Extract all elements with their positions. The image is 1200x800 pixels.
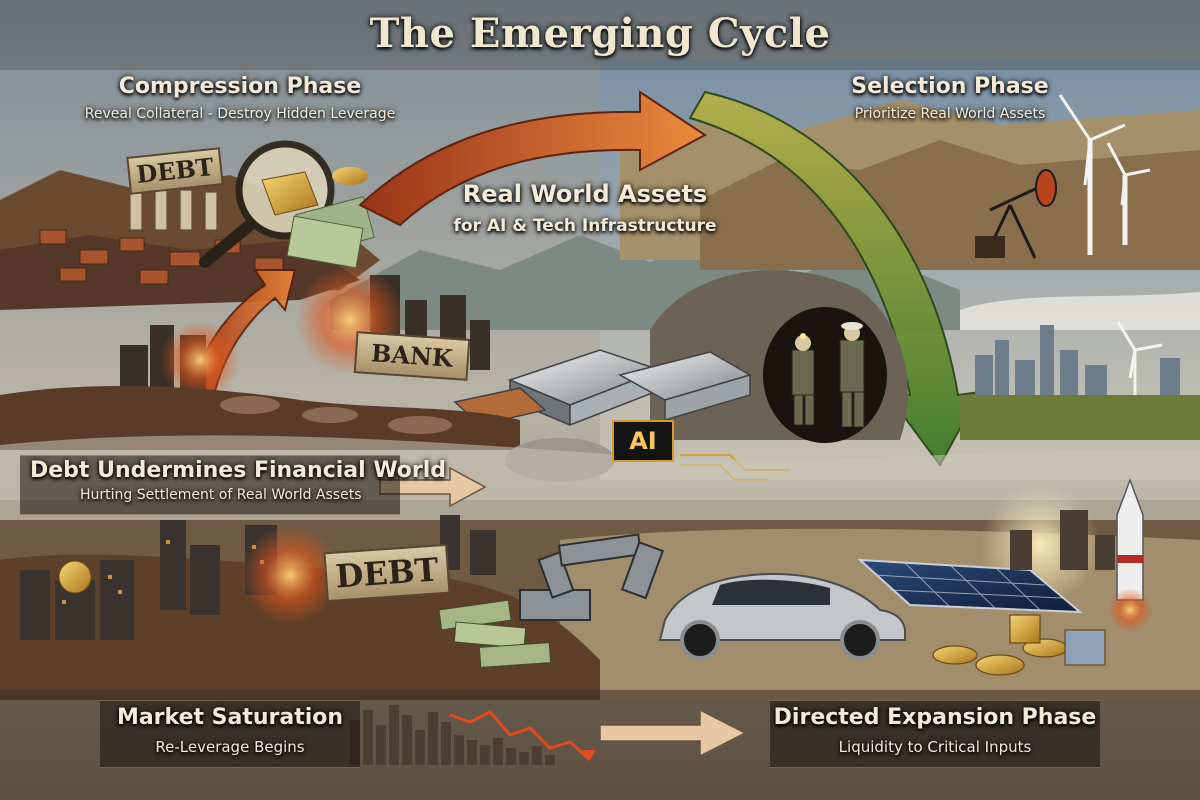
directed-expansion-heading: Directed Expansion Phase: [773, 705, 1097, 730]
debt-undermines-heading: Debt Undermines Financial World: [30, 458, 447, 483]
market-saturation-subheading: Re-Leverage Begins: [155, 738, 305, 756]
bank-sign: BANK: [353, 331, 471, 381]
debt-undermines-subheading: Hurting Settlement of Real World Assets: [80, 487, 362, 503]
compression-phase-heading: Compression Phase: [118, 74, 362, 99]
market-saturation-heading: Market Saturation: [116, 705, 344, 730]
directed-expansion-plate: [770, 700, 1100, 768]
selection-phase-subheading: Prioritize Real World Assets: [854, 106, 1046, 122]
debt-sign-bottom: DEBT: [323, 543, 451, 603]
debt-undermines-plate: [20, 455, 400, 515]
selection-phase-heading: Selection Phase: [851, 74, 1049, 99]
page-title: The Emerging Cycle: [369, 10, 831, 57]
compression-phase-subheading: Reveal Collateral - Destroy Hidden Lever…: [84, 106, 396, 122]
real-world-assets-subheading: for AI & Tech Infrastructure: [453, 216, 717, 236]
ai-chip: AI: [612, 420, 674, 462]
real-world-assets-heading: Real World Assets: [462, 180, 708, 208]
market-saturation-plate: [100, 700, 360, 768]
directed-expansion-subheading: Liquidity to Critical Inputs: [838, 738, 1032, 756]
